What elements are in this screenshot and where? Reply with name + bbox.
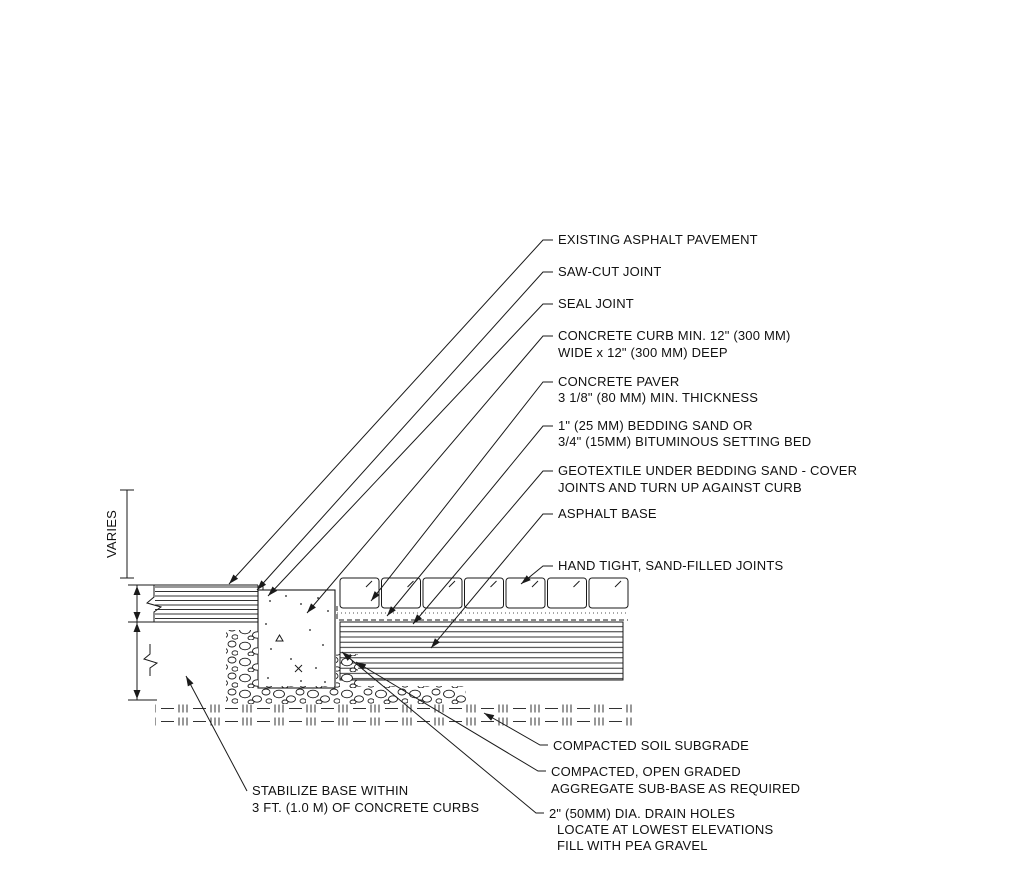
break-line-lower bbox=[142, 644, 159, 676]
leader-concrete-curb bbox=[306, 335, 553, 614]
leader-concrete-paver bbox=[370, 381, 553, 602]
label-existing-asphalt: EXISTING ASPHALT PAVEMENT bbox=[558, 232, 758, 247]
leader-lines bbox=[185, 239, 553, 814]
paver-row bbox=[339, 577, 629, 609]
leader-drain-holes bbox=[341, 651, 544, 814]
leader-stabilize-base bbox=[185, 675, 248, 792]
bedding-sand-layer bbox=[336, 606, 628, 621]
label-bedding-line2: 3/4" (15MM) BITUMINOUS SETTING BED bbox=[558, 434, 811, 449]
leader-geotextile bbox=[412, 470, 553, 625]
label-geotextile-line1: GEOTEXTILE UNDER BEDDING SAND - COVER bbox=[558, 463, 857, 478]
callout-labels: EXISTING ASPHALT PAVEMENT SAW-CUT JOINT … bbox=[252, 232, 857, 853]
varies-dimension: VARIES bbox=[104, 489, 134, 579]
label-concrete-paver-line1: CONCRETE PAVER bbox=[558, 374, 680, 389]
label-aggregate-line2: AGGREGATE SUB-BASE AS REQUIRED bbox=[551, 781, 800, 796]
dimensions: VARIES bbox=[104, 489, 157, 701]
leader-bedding-sand bbox=[386, 425, 553, 617]
curb-aggregate-mark bbox=[275, 634, 284, 642]
section-cut bbox=[142, 577, 633, 729]
label-drain-line2: LOCATE AT LOWEST ELEVATIONS bbox=[557, 822, 773, 837]
varies-label: VARIES bbox=[104, 510, 119, 558]
label-drain-line3: FILL WITH PEA GRAVEL bbox=[557, 838, 708, 853]
label-seal-joint: SEAL JOINT bbox=[558, 296, 634, 311]
label-concrete-curb-line1: CONCRETE CURB MIN. 12" (300 MM) bbox=[558, 328, 791, 343]
existing-asphalt-block bbox=[145, 584, 264, 623]
paver-tick-marks bbox=[365, 580, 622, 588]
label-compacted-subgrade: COMPACTED SOIL SUBGRADE bbox=[553, 738, 749, 753]
leader-aggregate-subbase bbox=[355, 661, 546, 772]
label-concrete-curb-line2: WIDE x 12" (300 MM) DEEP bbox=[558, 345, 728, 360]
leader-hand-tight-joints bbox=[520, 565, 553, 585]
drain-hole-mark bbox=[294, 664, 303, 673]
label-stabilize-line1: STABILIZE BASE WITHIN bbox=[252, 783, 408, 798]
curb-stipple bbox=[265, 595, 329, 683]
subgrade-hatch bbox=[155, 703, 633, 729]
asphalt-base-block bbox=[339, 621, 624, 681]
layer-dimension bbox=[128, 584, 157, 701]
label-drain-line1: 2" (50MM) DIA. DRAIN HOLES bbox=[549, 806, 735, 821]
aggregate-stones bbox=[226, 630, 466, 704]
label-hand-tight-joints: HAND TIGHT, SAND-FILLED JOINTS bbox=[558, 558, 783, 573]
leader-existing-asphalt bbox=[228, 239, 553, 585]
break-line-upper bbox=[145, 585, 163, 622]
leader-compacted-subgrade bbox=[483, 712, 548, 746]
label-aggregate-line1: COMPACTED, OPEN GRADED bbox=[551, 764, 741, 779]
label-concrete-paver-line2: 3 1/8" (80 MM) MIN. THICKNESS bbox=[558, 390, 758, 405]
label-geotextile-line2: JOINTS AND TURN UP AGAINST CURB bbox=[558, 480, 802, 495]
geotextile-line bbox=[336, 606, 628, 621]
leader-seal-joint bbox=[267, 303, 553, 597]
label-asphalt-base: ASPHALT BASE bbox=[558, 506, 657, 521]
label-stabilize-line2: 3 FT. (1.0 M) OF CONCRETE CURBS bbox=[252, 800, 479, 815]
concrete-curb-shape bbox=[257, 589, 336, 689]
leader-asphalt-base bbox=[430, 513, 553, 649]
leader-saw-cut-joint bbox=[256, 271, 553, 591]
label-bedding-line1: 1" (25 MM) BEDDING SAND OR bbox=[558, 418, 753, 433]
label-saw-cut-joint: SAW-CUT JOINT bbox=[558, 264, 661, 279]
